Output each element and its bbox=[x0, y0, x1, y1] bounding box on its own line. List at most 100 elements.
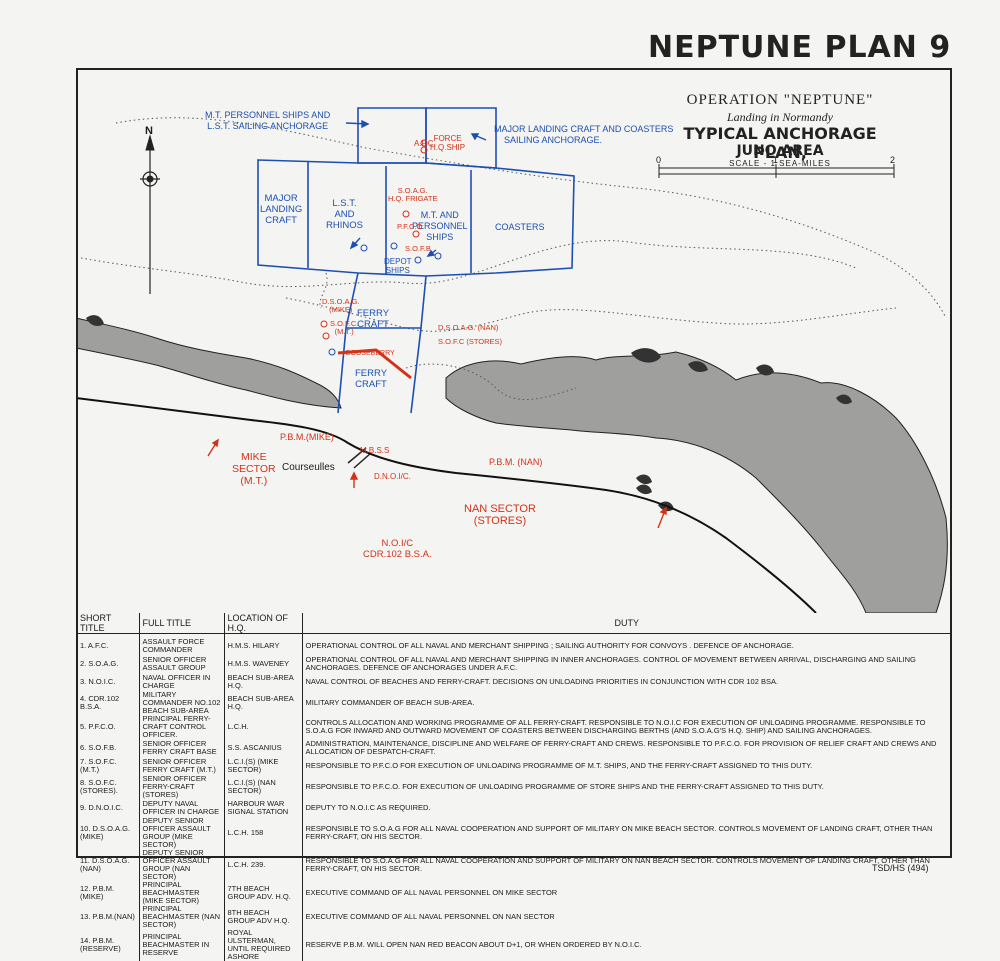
depth-contour bbox=[405, 363, 577, 401]
label-dsoag-mike: D.S.O.A.G.(MIKE) bbox=[322, 297, 360, 314]
plan-title: NEPTUNE PLAN 9 bbox=[648, 30, 952, 65]
rock-shoal bbox=[76, 317, 342, 409]
label-soag-frigate: S.O.A.G.H.Q. FRIGATE bbox=[388, 186, 438, 203]
cell-full-title: SENIOR OFFICER FERRY CRAFT (M.T.) bbox=[139, 757, 225, 775]
label-dsoag-nan: D.S.O.A.G. (NAN) bbox=[438, 323, 499, 332]
cell-duty: EXECUTIVE COMMAND OF ALL NAVAL PERSONNEL… bbox=[305, 888, 558, 897]
cell-duty: RESPONSIBLE TO P.F.C.O FOR EXECUTION OF … bbox=[305, 761, 813, 770]
header-full-title: FULL TITLE bbox=[139, 613, 225, 634]
cell-location: BEACH SUB-AREA H.Q. bbox=[224, 691, 303, 715]
cell-full-title: DEPUTY SENIOR OFFICER ASSAULT GROUP (MIK… bbox=[139, 817, 225, 849]
cell-full-title: SENIOR OFFICER ASSAULT GROUP bbox=[139, 655, 225, 673]
compass-north-label: N bbox=[145, 125, 153, 137]
scale-label: SCALE - 1 SEA-MILES bbox=[729, 159, 831, 168]
label-dnoic: D.N.O.I/C. bbox=[374, 472, 411, 481]
cell-duty: ADMINISTRATION, MAINTENANCE, DISCIPLINE … bbox=[305, 739, 937, 756]
cell-short-title: 2. S.O.A.G. bbox=[77, 655, 140, 673]
table-row: 9. D.N.O.I.C.DEPUTY NAVAL OFFICER IN CHA… bbox=[77, 799, 951, 817]
cell-short-title: 11. D.S.O.A.G.(NAN) bbox=[77, 849, 140, 881]
map-canvas bbox=[76, 107, 948, 613]
coastline bbox=[76, 397, 817, 613]
cell-location: BEACH SUB-AREA H.Q. bbox=[224, 673, 303, 691]
cell-full-title: SENIOR OFFICER FERRY-CRAFT (STORES) bbox=[139, 775, 225, 799]
cell-location: L.C.I.(S) (MIKE SECTOR) bbox=[224, 757, 303, 775]
cell-duty: RESPONSIBLE TO S.O.A.G FOR ALL NAVAL COO… bbox=[305, 856, 930, 873]
map-frame bbox=[76, 68, 952, 858]
operation-subtitle: Landing in Normandy bbox=[726, 110, 833, 124]
cell-duty: OPERATIONAL CONTROL OF ALL NAVAL AND MER… bbox=[305, 655, 916, 672]
scale-tick-2: 2 bbox=[890, 155, 896, 165]
label-afc: A.F.C. bbox=[414, 139, 436, 148]
duty-table: SHORT TITLE FULL TITLE LOCATION OF H.Q. … bbox=[77, 613, 951, 961]
depth-contour bbox=[285, 297, 897, 332]
table-header-row: SHORT TITLE FULL TITLE LOCATION OF H.Q. … bbox=[77, 613, 951, 634]
cell-location: 7TH BEACH GROUP ADV. H.Q. bbox=[224, 881, 303, 905]
cell-short-title: 3. N.O.I.C. bbox=[77, 673, 140, 691]
label-pbm-nan: P.B.M. (NAN) bbox=[489, 457, 543, 467]
red-arrows bbox=[207, 438, 667, 529]
cell-full-title: SENIOR OFFICER FERRY CRAFT BASE bbox=[139, 739, 225, 757]
table-row: 7. S.O.F.C.(M.T.)SENIOR OFFICER FERRY CR… bbox=[77, 757, 951, 775]
cell-location: L.C.I.(S) (NAN SECTOR) bbox=[224, 775, 303, 799]
table-row: 8. S.O.F.C.(STORES).SENIOR OFFICER FERRY… bbox=[77, 775, 951, 799]
cell-duty: RESPONSIBLE TO S.O.A.G FOR ALL NAVAL COO… bbox=[305, 824, 933, 841]
cell-short-title: 14. P.B.M.(RESERVE) bbox=[77, 929, 140, 961]
cell-short-title: 12. P.B.M.(MIKE) bbox=[77, 881, 140, 905]
header-location: LOCATION OF H.Q. bbox=[224, 613, 303, 634]
cell-location: H.M.S. HILARY bbox=[224, 633, 303, 655]
footer-reference: TSD/HS (494) bbox=[872, 863, 929, 873]
depth-contour bbox=[115, 117, 947, 319]
table-row: 13. P.B.M.(NAN)PRINCIPAL BEACHMASTER (NA… bbox=[77, 905, 951, 929]
blue-markers bbox=[328, 242, 442, 356]
cell-short-title: 7. S.O.F.C.(M.T.) bbox=[77, 757, 140, 775]
cell-short-title: 9. D.N.O.I.C. bbox=[77, 799, 140, 817]
area-title: JUNO AREA bbox=[736, 143, 824, 159]
scale-tick-1: 1 bbox=[773, 155, 779, 165]
cell-full-title: NAVAL OFFICER IN CHARGE bbox=[139, 673, 225, 691]
label-pfco: P.F.C.O bbox=[397, 222, 423, 231]
cell-duty: RESPONSIBLE TO P.F.C.O. FOR EXECUTION OF… bbox=[305, 782, 824, 791]
cell-duty: CONTROLS ALLOCATION AND WORKING PROGRAMM… bbox=[305, 718, 926, 735]
table-row: 10. D.S.O.A.G.(MIKE)DEPUTY SENIOR OFFICE… bbox=[77, 817, 951, 849]
cell-location: L.C.H. bbox=[224, 715, 303, 739]
table-row: 6. S.O.F.B.SENIOR OFFICER FERRY CRAFT BA… bbox=[77, 739, 951, 757]
table-row: 5. P.F.C.O.PRINCIPAL FERRY-CRAFT CONTROL… bbox=[77, 715, 951, 739]
cell-location: 8TH BEACH GROUP ADV H.Q. bbox=[224, 905, 303, 929]
table-row: 4. CDR.102 B.S.A.MILITARY COMMANDER NO.1… bbox=[77, 691, 951, 715]
cell-duty: MILITARY COMMANDER OF BEACH SUB-AREA. bbox=[305, 698, 475, 707]
cell-duty: OPERATIONAL CONTROL OF ALL NAVAL AND MER… bbox=[305, 641, 794, 650]
cell-short-title: 10. D.S.O.A.G.(MIKE) bbox=[77, 817, 140, 849]
cell-short-title: 6. S.O.F.B. bbox=[77, 739, 140, 757]
cell-duty: EXECUTIVE COMMAND OF ALL NAVAL PERSONNEL… bbox=[305, 912, 555, 921]
cell-full-title: DEPUTY NAVAL OFFICER IN CHARGE bbox=[139, 799, 225, 817]
cell-full-title: ASSAULT FORCE COMMANDER bbox=[139, 633, 225, 655]
cell-location: ROYAL ULSTERMAN, UNTIL REQUIRED ASHORE bbox=[224, 929, 303, 961]
header-short-title: SHORT TITLE bbox=[77, 613, 140, 634]
cell-duty: RESERVE P.B.M. WILL OPEN NAN RED BEACON … bbox=[305, 940, 642, 949]
table-row: 14. P.B.M.(RESERVE)PRINCIPAL BEACHMASTER… bbox=[77, 929, 951, 961]
cell-location: S.S. ASCANIUS bbox=[224, 739, 303, 757]
label-mbss: M.B.S.S bbox=[360, 446, 390, 455]
cell-full-title: MILITARY COMMANDER NO.102 BEACH SUB-AREA bbox=[139, 691, 225, 715]
cell-full-title: PRINCIPAL BEACHMASTER (MIKE SECTOR) bbox=[139, 881, 225, 905]
table-row: 12. P.B.M.(MIKE)PRINCIPAL BEACHMASTER (M… bbox=[77, 881, 951, 905]
cell-full-title: PRINCIPAL FERRY-CRAFT CONTROL OFFICER. bbox=[139, 715, 225, 739]
header-duty: DUTY bbox=[302, 613, 951, 634]
gooseberry-line bbox=[337, 348, 412, 380]
cell-duty: NAVAL CONTROL OF BEACHES AND FERRY-CRAFT… bbox=[305, 677, 779, 686]
label-coasters: COASTERS bbox=[495, 222, 545, 232]
label-sofc-mt: S.O.F.C.(M.T.) bbox=[330, 319, 359, 336]
operation-title: OPERATION "NEPTUNE" bbox=[686, 92, 874, 108]
